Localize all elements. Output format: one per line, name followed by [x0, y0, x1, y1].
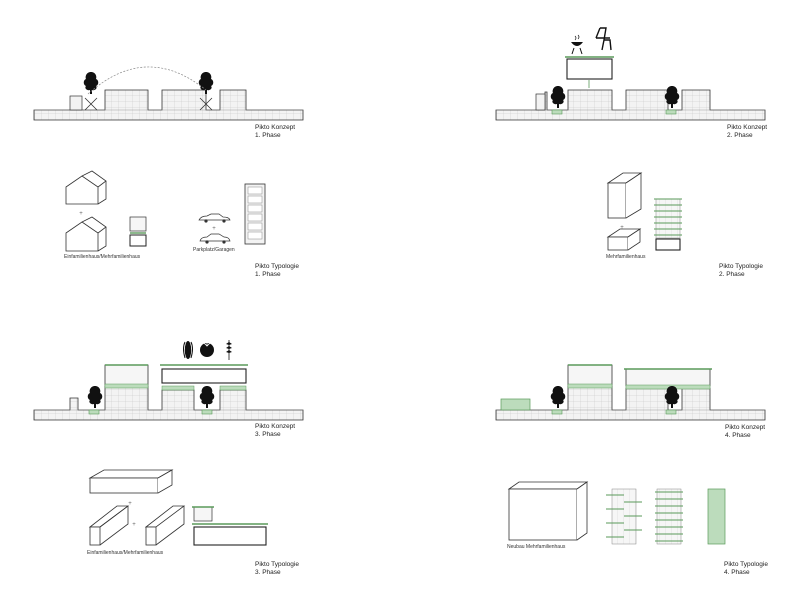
konzept-phase-3-diagram [33, 340, 304, 421]
tree-icon [87, 386, 103, 408]
panel-phase: 4. Phase [724, 569, 750, 576]
svg-text:+: + [212, 226, 216, 232]
chair-icon [595, 27, 612, 51]
panel-label-konzept-2: Pikto Konzept 2. Phase [727, 124, 767, 140]
panel-phase: 2. Phase [719, 271, 745, 278]
panel-label-konzept-4: Pikto Konzept 4. Phase [725, 424, 765, 440]
panel-phase: 1. Phase [255, 271, 281, 278]
panel-label-konzept-3: Pikto Konzept 3. Phase [255, 423, 295, 439]
konzept-phase-1-diagram [33, 66, 304, 121]
panel-title: Pikto Konzept [255, 423, 296, 430]
panel-title: Pikto Konzept [255, 124, 296, 131]
tree-icon [199, 386, 215, 408]
panel-phase: 4. Phase [725, 432, 751, 439]
svg-text:+: + [620, 225, 624, 231]
tree-icon [550, 386, 566, 408]
panel-title: Pikto Typologie [255, 561, 299, 568]
bbq-icon [571, 34, 583, 55]
tomato-icon [200, 341, 214, 357]
corn-icon [183, 341, 193, 359]
panel-label-konzept-1: Pikto Konzept 1. Phase [255, 124, 295, 140]
panel-title: Pikto Typologie [255, 263, 299, 270]
caption-building-typology-2: Mehrfamilienhaus [606, 254, 646, 260]
konzept-phase-2-diagram [495, 27, 766, 121]
wheat-icon [226, 340, 232, 360]
tree-icon [83, 72, 99, 94]
car-icon [199, 233, 231, 244]
svg-text:+: + [128, 501, 132, 507]
typologie-phase-3-diagram: + + [88, 469, 268, 546]
panel-label-typologie-2: Pikto Typologie 2. Phase [719, 263, 763, 279]
panel-phase: 3. Phase [255, 569, 281, 576]
svg-text:+: + [132, 522, 136, 528]
caption-parking: Parkplatz/Garagen [193, 247, 235, 253]
caption-house-typology-3: Einfamilienhaus/Mehrfamilienhaus [87, 550, 164, 556]
caption-house-typology-1: Einfamilienhaus/Mehrfamilienhaus [64, 254, 141, 260]
panel-label-typologie-4: Pikto Typologie 4. Phase [724, 561, 768, 577]
panel-label-typologie-3: Pikto Typologie 3. Phase [255, 561, 299, 577]
panel-title: Pikto Konzept [727, 124, 768, 131]
typologie-phase-1-diagram: + + [65, 170, 266, 252]
typologie-phase-2-diagram: + [606, 172, 682, 251]
panel-phase: 3. Phase [255, 431, 281, 438]
car-icon [198, 213, 231, 223]
caption-new-building: Neubau Mehrfamilienhaus [507, 544, 566, 550]
panel-title: Pikto Typologie [719, 263, 763, 270]
tree-icon [550, 86, 566, 108]
panel-phase: 2. Phase [727, 132, 753, 139]
panel-label-typologie-1: Pikto Typologie 1. Phase [255, 263, 299, 279]
svg-text:+: + [79, 211, 83, 217]
panel-title: Pikto Konzept [725, 424, 766, 431]
panel-phase: 1. Phase [255, 132, 281, 139]
typologie-phase-4-diagram [507, 481, 726, 545]
konzept-phase-4-diagram [495, 364, 766, 421]
panel-title: Pikto Typologie [724, 561, 768, 568]
